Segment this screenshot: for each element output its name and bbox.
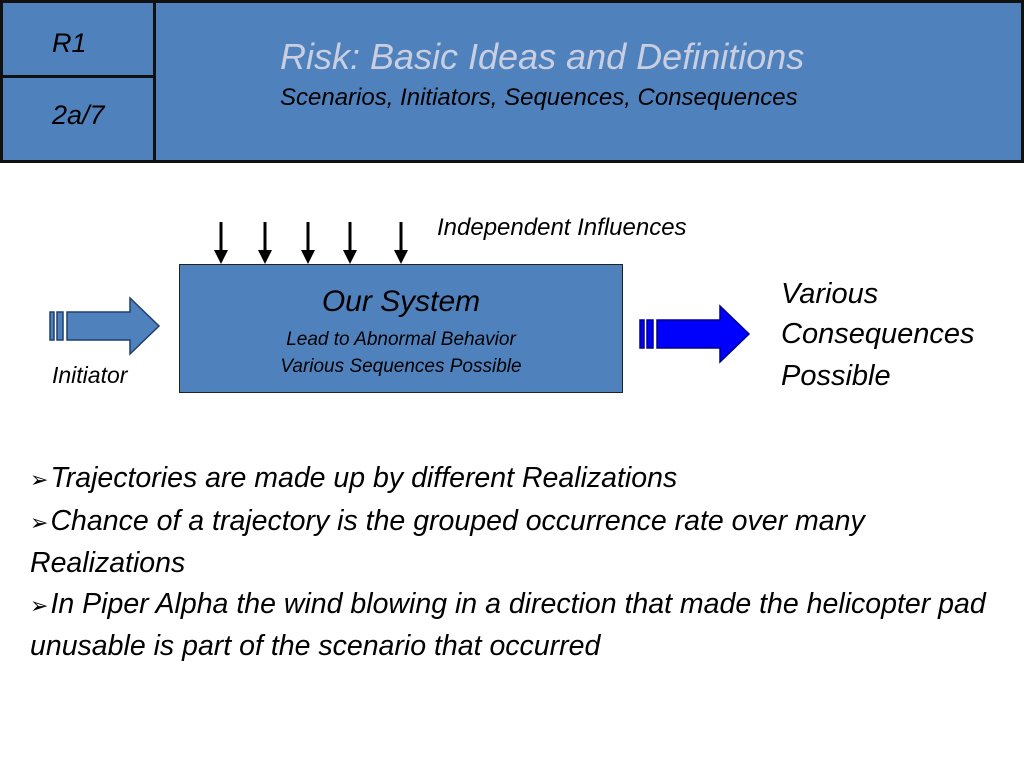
system-box: Our System Lead to Abnormal Behavior Var… xyxy=(179,264,623,393)
title-banner xyxy=(153,0,1024,163)
down-arrow-icon xyxy=(301,222,315,264)
down-arrow-icon xyxy=(343,222,357,264)
down-arrow-icon xyxy=(394,222,408,264)
page-title: Risk: Basic Ideas and Definitions xyxy=(280,36,805,77)
down-arrow-icon xyxy=(214,222,228,264)
section-label: R1 xyxy=(52,28,87,58)
system-title: Our System xyxy=(321,285,481,318)
initiator-label: Initiator xyxy=(52,362,128,388)
system-line-1: Lead to Abnormal Behavior xyxy=(286,329,516,350)
bullet-item: ➢Chance of a trajectory is the grouped o… xyxy=(30,501,990,584)
down-arrow-icon xyxy=(258,222,272,264)
influences-label: Independent Influences xyxy=(437,214,687,241)
arrowhead-bullet-icon: ➢ xyxy=(30,467,49,492)
bullet-list: ➢Trajectories are made up by different R… xyxy=(30,458,990,667)
consequences-line-1: Various xyxy=(781,278,879,310)
system-line-2: Various Sequences Possible xyxy=(280,356,522,377)
consequences-line-2: Consequences xyxy=(781,318,975,350)
bullet-text: Trajectories are made up by different Re… xyxy=(50,462,678,494)
arrowhead-bullet-icon: ➢ xyxy=(30,509,49,535)
page-subtitle: Scenarios, Initiators, Sequences, Conseq… xyxy=(280,84,798,111)
slide-number-box xyxy=(0,75,156,163)
arrowhead-bullet-icon: ➢ xyxy=(30,592,49,618)
initiator-arrow-icon xyxy=(49,296,161,356)
bullet-item: ➢Trajectories are made up by different R… xyxy=(30,458,990,501)
slide-number: 2a/7 xyxy=(52,100,105,130)
bullet-text: Chance of a trajectory is the grouped oc… xyxy=(30,504,865,580)
bullet-text: In Piper Alpha the wind blowing in a dir… xyxy=(30,587,986,663)
consequences-line-3: Possible xyxy=(781,360,891,392)
consequence-arrow-icon xyxy=(639,304,751,364)
bullet-item: ➢In Piper Alpha the wind blowing in a di… xyxy=(30,584,990,667)
